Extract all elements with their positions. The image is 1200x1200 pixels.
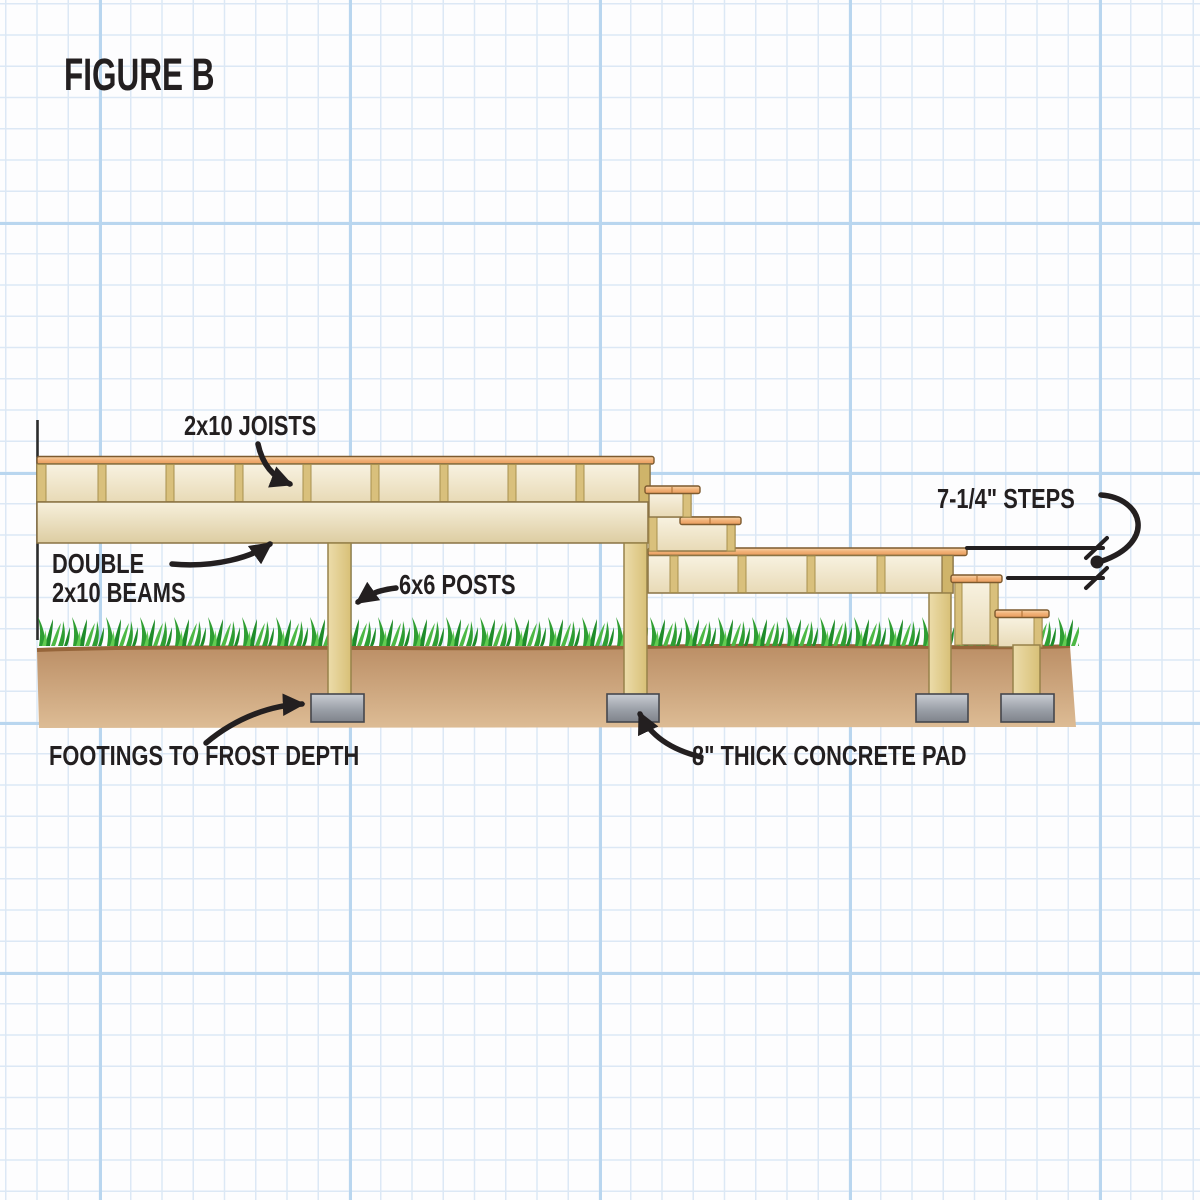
lower-steps: [950, 574, 1050, 648]
joists-arrow: [255, 441, 294, 488]
post-1: [327, 542, 352, 697]
label-footings-frost-depth: FOOTINGS TO FROST DEPTH: [49, 740, 360, 771]
step-box-b: [997, 616, 1043, 648]
landing-joists: [669, 554, 954, 594]
label-7-quarter-steps: 7-1/4" STEPS: [937, 483, 1075, 514]
posts: [327, 542, 1041, 697]
footing-2: [606, 693, 660, 723]
footing-3: [915, 693, 969, 723]
label-beams-line2: 2x10 BEAMS: [52, 577, 186, 609]
beam-band: [36, 501, 649, 544]
joist-band: [36, 463, 651, 503]
post-2: [623, 542, 648, 697]
main-deck: [36, 455, 655, 544]
post-4: [1012, 644, 1041, 697]
deck-boards: [36, 455, 655, 465]
footings: [310, 693, 1055, 723]
pad-arrow: [637, 710, 704, 760]
figure-title: FIGURE B: [64, 49, 215, 100]
label-6x6-posts: 6x6 POSTS: [399, 569, 516, 600]
posts-arrow: [355, 581, 399, 605]
upper-steps: [644, 485, 742, 552]
step-box-a: [954, 581, 999, 646]
footing-1: [310, 693, 365, 723]
label-2x10-joists: 2x10 JOISTS: [184, 410, 317, 441]
label-concrete-pad: 8" THICK CONCRETE PAD: [692, 740, 967, 771]
step-box-upper: [648, 492, 692, 518]
footing-4: [1000, 693, 1055, 723]
footings-arrow: [203, 693, 306, 746]
label-double-2x10-beams: DOUBLE 2x10 BEAMS: [52, 549, 186, 608]
post-3: [928, 592, 952, 697]
label-beams-line1: DOUBLE: [52, 548, 145, 579]
annotations: [169, 441, 1141, 760]
landing-deck: [647, 547, 968, 594]
beams-arrow: [169, 541, 273, 568]
grass: [37, 614, 1079, 646]
steps-dimension: [965, 492, 1141, 590]
